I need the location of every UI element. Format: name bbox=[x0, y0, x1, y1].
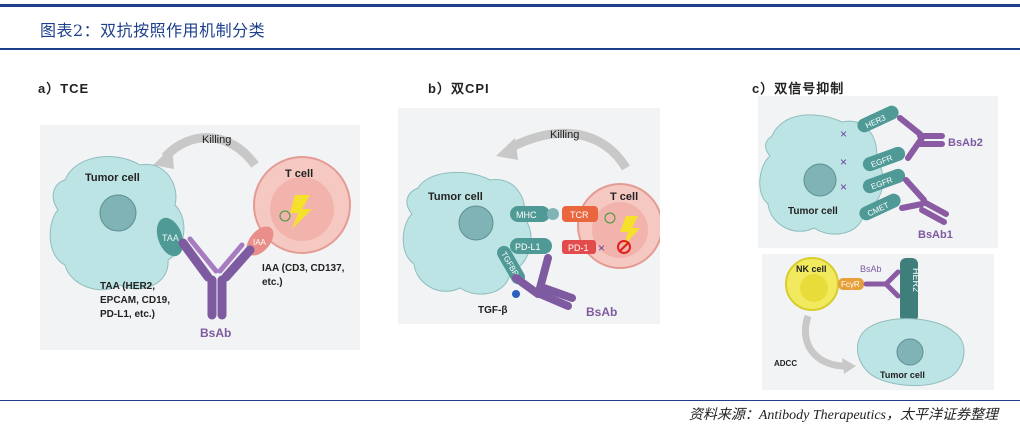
iaa-desc-line-2: etc.) bbox=[262, 277, 283, 288]
bsab2-antibody bbox=[897, 115, 945, 161]
tcr-receptor bbox=[562, 206, 598, 222]
killing-arrowhead-b bbox=[496, 138, 518, 160]
bsab-antibody-b bbox=[512, 254, 576, 310]
footer-rule bbox=[0, 400, 1020, 401]
figure-title: 图表2：双抗按照作用机制分类 bbox=[40, 21, 266, 40]
block-x-icon-c1: × bbox=[840, 127, 847, 141]
nk-nucleus bbox=[800, 274, 828, 302]
lightning-icon-b bbox=[620, 216, 640, 246]
tumor-nucleus bbox=[99, 194, 137, 232]
mhc-receptor bbox=[510, 206, 550, 222]
tumor-cell-label-c2: Tumor cell bbox=[880, 370, 925, 380]
killing-label-b: Killing bbox=[550, 129, 579, 141]
tumor-nucleus-c bbox=[803, 163, 837, 197]
bsab2-label: BsAb2 bbox=[948, 137, 983, 149]
killing-arrow-b bbox=[507, 128, 630, 171]
tcr-label: TCR bbox=[570, 210, 589, 220]
mhc-label: MHC bbox=[516, 210, 537, 220]
fcgr-receptor bbox=[838, 278, 864, 290]
bsab1-label: BsAb1 bbox=[918, 229, 953, 241]
tumor-nucleus-c2 bbox=[896, 338, 924, 366]
tgfb-ligand bbox=[512, 290, 520, 298]
killing-arrow bbox=[161, 133, 259, 168]
t-cell-label: T cell bbox=[285, 168, 313, 180]
pd1-label: PD-1 bbox=[568, 243, 589, 253]
taa-desc-line-2: EPCAM, CD19, bbox=[100, 295, 170, 306]
iaa-receptor-label: IAA bbox=[253, 238, 267, 247]
panel-b-diagram: Killing Tumor cell MHC PD-L1 TGFBR TGF-β… bbox=[398, 108, 660, 324]
tumor-cell-label-c: Tumor cell bbox=[788, 206, 838, 217]
iaa-desc-line-1: IAA (CD3, CD137, bbox=[262, 263, 345, 274]
tumor-cell-label: Tumor cell bbox=[85, 172, 140, 184]
inhibit-icon bbox=[617, 240, 631, 254]
fcgr-label: FcγR bbox=[841, 280, 860, 289]
panel-c-diagram: Tumor cell HER3 EGFR EGFR CMET × × × BsA… bbox=[758, 96, 998, 390]
her2-receptor bbox=[900, 258, 918, 322]
pdl1-receptor bbox=[510, 238, 552, 254]
tgfb-label: TGF-β bbox=[478, 305, 507, 316]
tumor-cell-label-b: Tumor cell bbox=[428, 191, 483, 203]
panel-c-label: c）双信号抑制 bbox=[752, 81, 845, 96]
her2-label: HER2 bbox=[911, 268, 921, 292]
taa-desc-line-3: PD-L1, etc.) bbox=[100, 309, 155, 320]
bsab-label-c: BsAb bbox=[860, 264, 882, 274]
lightning-icon bbox=[290, 195, 312, 229]
block-x-icon: × bbox=[598, 241, 605, 255]
taa-receptor-label: TAA bbox=[162, 233, 179, 243]
t-cell-label-b: T cell bbox=[610, 191, 638, 203]
killing-arrowhead bbox=[153, 147, 174, 169]
activation-icon-b bbox=[604, 212, 616, 224]
pdl1-label: PD-L1 bbox=[515, 242, 541, 252]
bsab-antibody-c bbox=[863, 269, 901, 299]
tumor-nucleus-b bbox=[458, 205, 494, 241]
taa-receptor bbox=[156, 217, 184, 257]
bsab-label-b: BsAb bbox=[586, 305, 617, 319]
pd1-receptor bbox=[562, 240, 596, 254]
taa-desc-line-1: TAA (HER2, bbox=[100, 281, 155, 292]
top-rule bbox=[0, 4, 1020, 7]
bsab1-antibody bbox=[899, 177, 949, 225]
adcc-label: ADCC bbox=[774, 359, 797, 368]
bsab-antibody bbox=[178, 236, 255, 320]
bsab-label: BsAb bbox=[200, 326, 231, 340]
mhc-antigen bbox=[547, 208, 559, 220]
source-note: 资料来源：Antibody Therapeutics，太平洋证券整理 bbox=[688, 408, 998, 423]
adcc-arrowhead bbox=[842, 358, 856, 374]
panel-a-label: a）TCE bbox=[38, 81, 90, 96]
killing-label: Killing bbox=[202, 134, 231, 146]
iaa-description: IAA (CD3, CD137, etc.) bbox=[262, 263, 347, 288]
activation-icon bbox=[279, 210, 291, 222]
panel-b-label: b）双CPI bbox=[428, 81, 490, 96]
block-x-icon-c3: × bbox=[840, 180, 847, 194]
nk-cell-label: NK cell bbox=[796, 264, 827, 274]
panel-a-diagram: Killing Tumor cell TAA T cell IAA BsAb T… bbox=[40, 125, 360, 350]
header-rule bbox=[0, 48, 1020, 50]
block-x-icon-c2: × bbox=[840, 155, 847, 169]
adcc-arrow bbox=[801, 314, 851, 370]
taa-description: TAA (HER2, EPCAM, CD19, PD-L1, etc.) bbox=[100, 281, 173, 320]
